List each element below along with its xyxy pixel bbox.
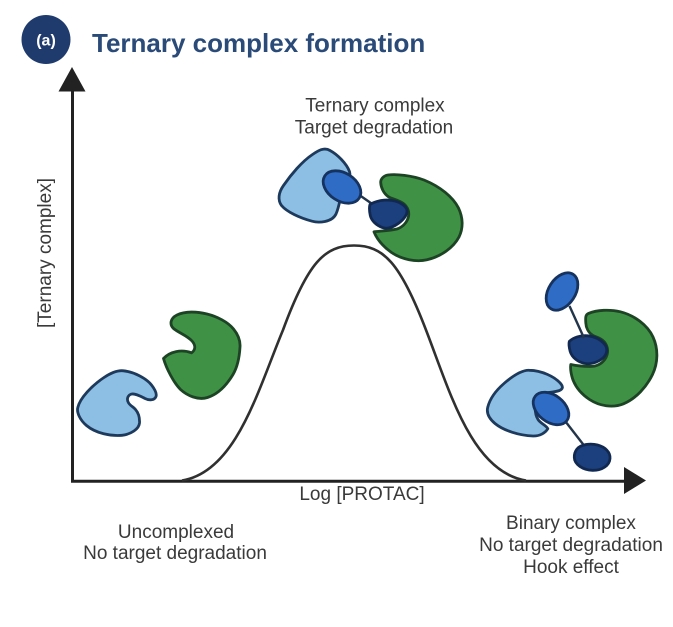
svg-text:No target degradation: No target degradation [479,535,663,556]
svg-text:Ternary complex: Ternary complex [305,96,445,117]
svg-text:[Ternary complex]: [Ternary complex] [35,178,56,328]
svg-text:Uncomplexed: Uncomplexed [118,522,234,543]
svg-text:Target degradation: Target degradation [295,118,453,139]
svg-text:Ternary complex formation: Ternary complex formation [92,28,425,58]
svg-text:Log [PROTAC]: Log [PROTAC] [299,484,424,505]
svg-text:Hook effect: Hook effect [523,557,619,578]
svg-text:(a): (a) [36,33,56,50]
svg-text:No target degradation: No target degradation [83,543,267,564]
svg-text:Binary complex: Binary complex [506,513,636,534]
